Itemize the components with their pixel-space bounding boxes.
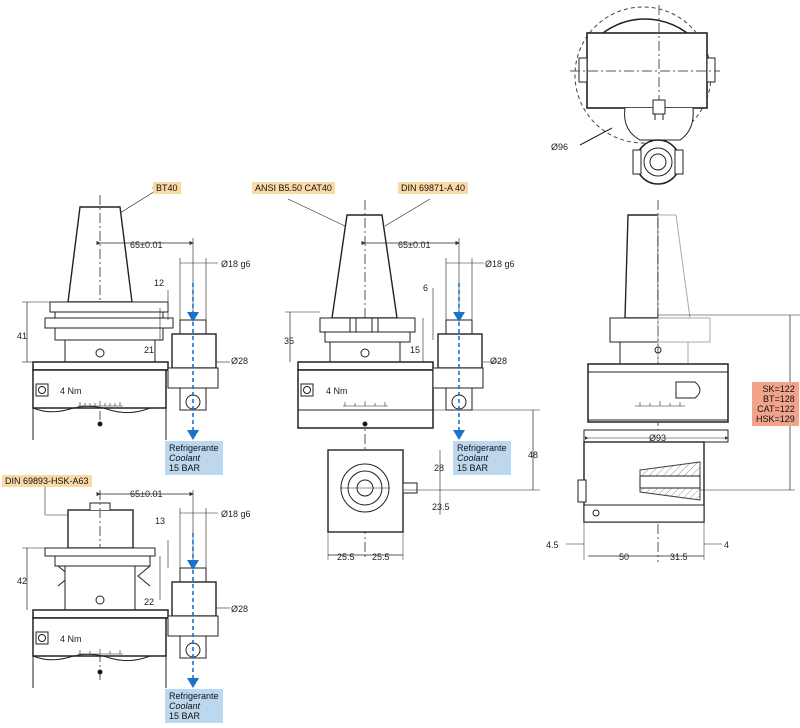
ansi-cat40-label: ANSI B5.50 CAT40 [252,182,335,194]
coolant-line2: Coolant [169,701,201,711]
dim-d28-cat40: Ø28 [490,356,508,366]
dim-21: 21 [144,345,155,355]
coolant-line1: Refrigerante [169,443,219,453]
dim-d93: Ø93 [649,433,667,443]
dim-28: 28 [434,463,445,473]
length-table: SK=122 BT=128 CAT=122 HSK=129 [752,382,799,426]
dim-15: 15 [410,345,421,355]
torque-hsk: 4 Nm [60,634,82,644]
dim-d28-bt40: Ø28 [231,356,249,366]
torque-bt40: 4 Nm [60,386,82,396]
dim-31-5: 31.5 [670,552,688,562]
length-sk: SK=122 [762,384,795,394]
coolant-label-hsk: Refrigerante Coolant 15 BAR [165,689,223,723]
dim-48: 48 [528,450,539,460]
dim-d18-bt40: Ø18 g6 [221,259,251,269]
dim-25-5-left: 25.5 [337,552,355,562]
coolant-arrows [187,283,465,688]
torque-cat40: 4 Nm [326,386,348,396]
dim-42: 42 [17,576,28,586]
bt40-assembly [22,187,230,440]
coolant-line1: Refrigerante [457,443,507,453]
dim-4: 4 [724,540,730,550]
dim-4-5: 4.5 [546,540,559,550]
dim-65-cat40: 65±0.01 [398,240,431,250]
dim-35: 35 [284,336,295,346]
coolant-line3: 15 BAR [169,711,201,721]
length-cat: CAT=122 [757,404,795,414]
dim-23-5: 23.5 [432,502,450,512]
dim-22: 22 [144,597,155,607]
dim-50: 50 [619,552,630,562]
coolant-line1: Refrigerante [169,691,219,701]
dim-d96: Ø96 [551,142,569,152]
dim-d18-cat40: Ø18 g6 [485,259,515,269]
dim-25-5-right: 25.5 [372,552,390,562]
side-view [566,200,800,562]
dim-65-hsk: 65±0.01 [130,489,163,499]
din69871-label: DIN 69871-A 40 [398,182,469,194]
cat40-assembly [285,198,540,560]
din69893-hsk-label: DIN 69893-HSK-A63 [2,475,92,487]
dim-6: 6 [423,283,429,293]
dim-13: 13 [155,516,166,526]
coolant-label-cat40: Refrigerante Coolant 15 BAR [453,441,511,475]
dim-41: 41 [17,331,28,341]
coolant-line3: 15 BAR [169,463,201,473]
coolant-label-bt40: Refrigerante Coolant 15 BAR [165,441,223,475]
hsk-assembly [22,487,230,688]
length-bt: BT=128 [763,394,795,404]
coolant-line2: Coolant [169,453,201,463]
dim-65-bt40: 65±0.01 [130,240,163,250]
dim-d18-hsk: Ø18 g6 [221,509,251,519]
coolant-line3: 15 BAR [457,463,489,473]
top-view [570,5,720,185]
length-hsk: HSK=129 [756,414,795,424]
coolant-line2: Coolant [457,453,489,463]
dim-d28-hsk: Ø28 [231,604,249,614]
dim-12: 12 [154,278,165,288]
bt40-label: BT40 [153,182,181,194]
